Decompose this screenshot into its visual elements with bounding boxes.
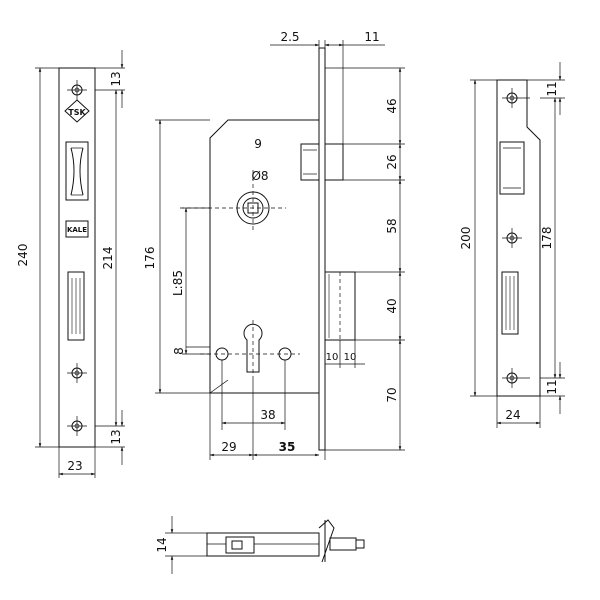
latch-opening	[65, 141, 89, 201]
dim-bolt-throw-a: 10	[326, 352, 339, 363]
dim-spindle-diameter: Ø8	[251, 169, 268, 183]
screw-hole-icon	[67, 363, 87, 383]
strike-latch-opening	[499, 141, 525, 195]
dim-backset-35: 35	[279, 440, 296, 454]
dim-front-23: 23	[67, 459, 82, 473]
dim-faceplate-11: 11	[364, 30, 379, 44]
dim-front-240: 240	[16, 244, 30, 267]
spindle-hole-icon	[180, 170, 286, 232]
dim-cylinder-width: 38	[260, 408, 275, 422]
svg-text:KALE: KALE	[67, 226, 87, 234]
dead-bolt	[324, 271, 356, 341]
dim-strike-24: 24	[505, 408, 520, 422]
dim-46: 46	[385, 98, 399, 113]
screw-hole-icon	[502, 368, 530, 388]
tsk-logo: TSK	[64, 99, 90, 123]
dim-26: 26	[385, 154, 399, 169]
dim-strike-11-top: 11	[545, 81, 559, 96]
latch-bolt	[300, 143, 344, 181]
dim-bolt-throw-b: 10	[344, 352, 357, 363]
bottom-view: 14	[155, 516, 365, 574]
kale-logo: KALE	[65, 220, 89, 238]
bottom-body-outline	[206, 532, 320, 557]
dim-center-distance: L:85	[171, 270, 185, 296]
dim-faceplate-2-5: 2.5	[280, 30, 299, 44]
dim-front-13-bottom: 13	[109, 429, 123, 444]
dim-40: 40	[385, 298, 399, 313]
dim-backset-29: 29	[221, 440, 236, 454]
dim-bottom-14: 14	[155, 537, 169, 552]
screw-hole-icon	[67, 80, 87, 100]
screw-hole-icon	[67, 416, 87, 436]
dim-spindle-alt: 6	[254, 136, 262, 150]
faceplate	[318, 47, 326, 451]
screw-hole-icon	[502, 88, 530, 108]
dim-cylinder-offset: 8	[172, 347, 186, 355]
svg-text:TSK: TSK	[68, 108, 86, 117]
front-plate-outline	[58, 67, 96, 448]
strike-plate-view: 200 178 11 11 24	[459, 62, 565, 428]
dim-strike-11-bottom: 11	[545, 379, 559, 394]
screw-hole-icon	[502, 228, 522, 248]
dim-58: 58	[385, 218, 399, 233]
dim-front-13-top: 13	[109, 71, 123, 86]
front-plate-view: 240 214 13 13 23 T	[16, 50, 125, 478]
dim-strike-200: 200	[459, 227, 473, 250]
dim-front-214: 214	[101, 247, 115, 270]
lock-body-outline	[209, 119, 319, 394]
dim-strike-178: 178	[540, 227, 554, 250]
lock-body-view: Ø8 6 176 L:85 8 38 2	[143, 30, 405, 460]
strike-bolt-opening	[501, 271, 519, 335]
dim-70: 70	[385, 387, 399, 402]
dim-body-176: 176	[143, 247, 157, 270]
bolt-opening	[67, 271, 85, 341]
